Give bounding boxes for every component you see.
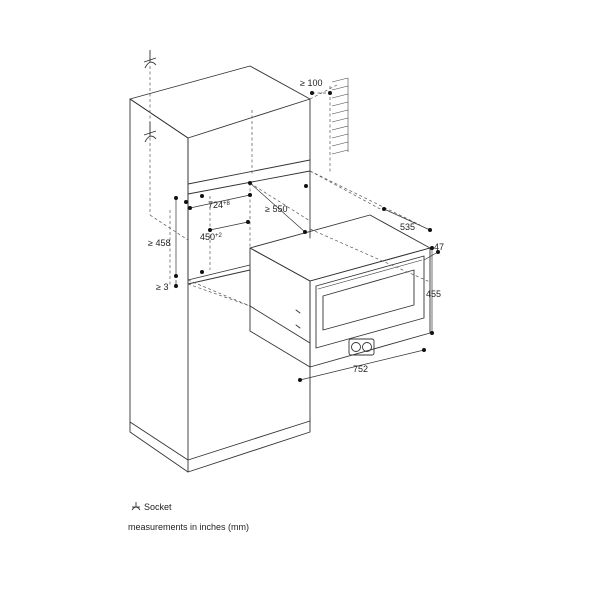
appliance-rail-2 — [295, 324, 301, 329]
appliance-handle — [317, 259, 423, 290]
dimension-labels: ≥ 100 724+8 ≥ 550 ≥ 458 450+2 ≥ 3 535 47… — [148, 78, 444, 374]
dashed-guides — [149, 66, 431, 307]
cabinet-plinth — [187, 420, 311, 461]
dim-top-clearance: ≥ 100 — [300, 78, 322, 88]
appliance-front — [309, 247, 431, 368]
cabinet-plinth-side — [129, 421, 189, 461]
socket-icon-lower — [143, 122, 157, 143]
appliance-knob-right — [362, 342, 372, 352]
dim-inner-width: 450+2 — [200, 232, 223, 242]
dim-base-gap: ≥ 3 — [156, 282, 168, 292]
dim-appliance-width: 752 — [353, 364, 368, 374]
dim-appliance-height: 455 — [426, 289, 441, 299]
cabinet-front-upper — [187, 137, 311, 195]
niche-lower-edge — [187, 264, 251, 281]
cabinet-top — [129, 65, 311, 139]
dimension-lines — [175, 182, 439, 381]
appliance-door-frame — [315, 255, 425, 349]
appliance-rail-1 — [295, 309, 301, 314]
cabinet-front-lower — [187, 269, 311, 473]
dim-front-offset: 47 — [434, 242, 444, 252]
socket-icon — [131, 502, 141, 511]
dim-niche-width: 724+8 — [208, 200, 231, 210]
cabinet-drawer-edge — [187, 159, 311, 185]
dimension-dots — [174, 91, 440, 382]
dim-niche-depth: ≥ 550 — [265, 204, 287, 214]
socket-icon — [143, 50, 157, 69]
appliance-knob-left — [351, 342, 361, 352]
wall-hatch — [331, 77, 349, 155]
dim-appliance-depth: 535 — [400, 222, 415, 232]
appliance-side — [249, 247, 311, 368]
legend-socket-label: Socket — [144, 502, 172, 512]
legend-units-note: measurements in inches (mm) — [128, 522, 250, 532]
appliance-control-panel — [348, 338, 375, 356]
legend-socket: Socket — [131, 501, 172, 512]
dim-niche-height: ≥ 458 — [148, 238, 170, 248]
appliance-window — [322, 269, 415, 331]
